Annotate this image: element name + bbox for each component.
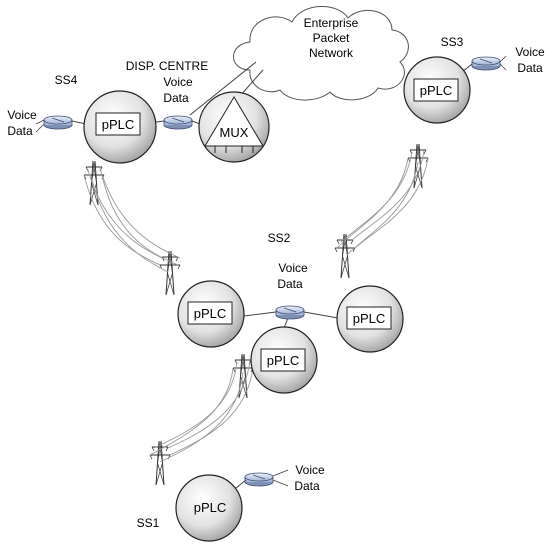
ss1-plc-label: pPLC bbox=[194, 500, 227, 515]
link-dispatch-router-cloud bbox=[189, 61, 257, 116]
ss4-voice-label: Voice bbox=[7, 108, 37, 122]
mux-triangle bbox=[204, 96, 264, 147]
ss4-data-label: Data bbox=[7, 124, 33, 138]
ss2-left-plc-label: pPLC bbox=[194, 306, 227, 321]
ss4-plc-box bbox=[95, 112, 141, 136]
dispatch-data-label: Data bbox=[163, 91, 189, 105]
mux-label: MUX bbox=[220, 125, 249, 140]
ss4-label: SS4 bbox=[55, 73, 78, 87]
ss3-label: SS3 bbox=[441, 35, 464, 49]
ss4-router-icon bbox=[43, 115, 73, 130]
ss4-plc-label: pPLC bbox=[102, 117, 135, 132]
ss2-voice-label: Voice bbox=[278, 261, 308, 275]
ss2-bottom-plc-label: pPLC bbox=[267, 353, 300, 368]
link-mux-cloud bbox=[239, 69, 264, 97]
ss2-router-icon bbox=[275, 305, 305, 320]
ss2-bottom-plc-box bbox=[260, 348, 306, 372]
ss2-left-plc-box bbox=[187, 301, 233, 325]
dispatch-router-icon bbox=[163, 115, 193, 130]
dispatch-voice-label: Voice bbox=[163, 75, 193, 89]
cloud-label-line1: Enterprise bbox=[304, 16, 359, 30]
ss2-label: SS2 bbox=[268, 231, 291, 245]
tower-icon bbox=[149, 440, 171, 486]
ss1-router-icon bbox=[244, 472, 274, 487]
cloud-label-line2: Packet bbox=[313, 31, 350, 45]
ss3-plc-box bbox=[413, 78, 459, 102]
ss1-label: SS1 bbox=[137, 516, 160, 530]
power-line-ss3-ss2 bbox=[334, 143, 429, 279]
power-line-ss4-ss2 bbox=[83, 160, 181, 296]
ss3-data-label: Data bbox=[517, 61, 543, 75]
dispatch-centre-label: DISP. CENTRE bbox=[126, 59, 208, 73]
enterprise-packet-network-cloud: Enterprise Packet Network bbox=[233, 5, 409, 101]
ss3-voice-label: Voice bbox=[515, 45, 545, 59]
tower-icon bbox=[407, 143, 429, 189]
ss2-data-label: Data bbox=[277, 277, 303, 291]
ss3-router-icon bbox=[471, 56, 501, 71]
power-line-ss2-ss1 bbox=[149, 353, 254, 486]
tower-icon bbox=[83, 160, 105, 206]
ss1-node bbox=[175, 474, 243, 542]
ss3-plc-label: pPLC bbox=[420, 83, 453, 98]
cloud-label-line3: Network bbox=[309, 46, 354, 60]
ss2-right-plc-box bbox=[346, 306, 392, 330]
ss1-voice-label: Voice bbox=[295, 463, 325, 477]
ss1-data-label: Data bbox=[294, 479, 320, 493]
ss2-right-plc-label: pPLC bbox=[353, 311, 386, 326]
